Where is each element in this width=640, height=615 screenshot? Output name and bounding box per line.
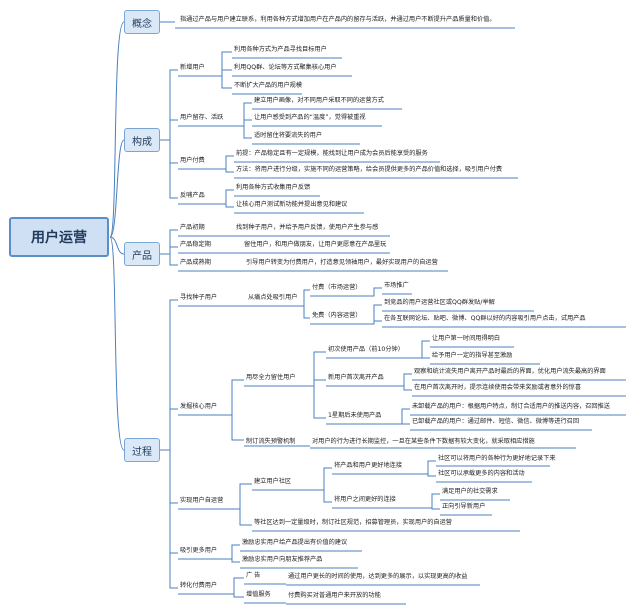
process-self-ops: 实现用户自运营 [180,497,224,504]
paying-item: 前提：产品稳定且有一定规模，能找到让用户成为会员后能享受的服务 [236,150,428,157]
link-users-item: 正向引导新用户 [442,503,486,510]
paying-item: 方法：将用户进行分级，实施不同的运营策略，给会员提供更多的产品价值和选择，吸引用… [236,166,503,173]
process-convert: 转化付费用户 [180,582,218,589]
week-item: 未卸载产品的用户：根据用户特点，制订合适用户的推送内容，召回推送 [412,403,610,410]
vas-text: 付费购买对普通用户来开放的功能 [288,592,381,599]
leave-item: 在用户首次离开时，提示连续使用会带来奖励或者意外的惊喜 [414,384,582,391]
structure-retention: 用户留存、活跃 [180,114,224,121]
product-mature: 产品成熟期 [180,259,211,266]
seed-sub: 从痛点处吸引用户 [248,294,298,301]
structure-feedback: 反哺产品 [180,192,205,199]
seed-paid-item: 市场推广 [384,282,409,289]
retain-week: 1星期后未使用产品 [328,412,382,419]
week-item: 已卸载产品的用户：通过邮件、短信、微信、微博等进行召回 [412,418,580,425]
feedback-item: 让核心用户测试新功能并提出意见和建议 [236,201,348,208]
section-product: 产品 [124,242,160,266]
core-churn: 制订流失预警机制 [246,438,296,445]
link-product-item: 社区可以将用户的各种行为更好地记录下来 [438,455,556,462]
core-retain: 用尽全力留住用户 [246,374,296,381]
churn-text: 对用户的行为进行长期监控，一旦在某些条件下数据有较大变化，就采取相应措施 [312,438,535,445]
root-node: 用户运营 [9,217,109,257]
seed-free-item: 在各互联网论坛、贴吧、微博、QQ群以好的内容吸引用户点击，试用产品 [384,315,586,322]
seed-free: 免费（内容运营） [312,312,362,319]
concept-text: 指通过产品与用户建立联系，利用各种方式增加用户在产品内的留存与活跃，并通过用户不… [180,16,496,23]
self-ops-community: 建立用户社区 [254,478,292,485]
seed-paid: 付费（市场运营） [312,284,362,291]
attract-item: 激励忠实用户给产品提出有价值的建议 [242,539,348,546]
section-process: 过程 [124,438,160,462]
feedback-item: 利用各种方式收集用户反馈 [236,184,311,191]
product-stable: 产品稳定期 [180,241,211,248]
process-seed: 寻找种子用户 [180,294,218,301]
community-link-users: 将用户之间更好的连接 [334,496,396,503]
new-users-item: 不断扩大产品的用户规模 [234,82,303,89]
seed-free-item: 到竞品的用户运营社区或QQ群发贴/举解 [384,299,495,306]
retention-item: 让用户感受到产品的“温度”，觉得被重视 [254,114,366,121]
process-core: 发掘核心用户 [180,403,218,410]
structure-paying: 用户付费 [180,157,205,164]
community-link-product: 将产品和用户更好地连接 [334,462,403,469]
retain-leave: 新用户首次离开产品 [328,374,384,381]
new-users-item: 利用各种方式为产品寻找目标用户 [234,46,327,53]
product-early: 产品初期 [180,224,205,231]
ads-text: 通过用户更长的时间的使用，达到更多的展示，以实现更高的收益 [288,573,468,580]
link-product-item: 社区可以承载更多的内容和活动 [438,470,525,477]
link-users-item: 满足用户的社交需求 [442,488,498,495]
product-mature-text: 引导用户转变为付费用户，打造意见领袖用户，最好实现用户的自运营 [246,259,438,266]
product-stable-text: 留住用户，和用户做朋友，让用户更愿意在产品里玩 [244,241,387,248]
first-use-item: 让用户第一时间用得明白 [432,335,501,342]
community-rule: 等社区达到一定量级时，制订社区规范，招募管理员，实现用户的自运营 [254,519,452,526]
section-concept: 概念 [124,10,160,34]
retain-first-use: 初次使用产品（前10分钟） [328,346,404,353]
convert-vas: 增值服务 [246,591,271,598]
attract-item: 激励忠实用户向朋友推荐产品 [242,556,323,563]
structure-new-users: 新增用户 [180,64,205,71]
product-early-text: 找到种子用户，并给予用户反馈，使用户产生参与感 [236,224,379,231]
new-users-item: 利用QQ群、论坛等方式聚集核心用户 [234,64,337,71]
leave-item: 观察和统计流失用户离开产品时最后的界面，优化用户流失最高的界面 [414,368,606,375]
first-use-item: 给予用户一定的指导甚至激励 [432,352,513,359]
convert-ads: 广 告 [246,572,261,579]
section-structure: 构成 [124,128,160,152]
retention-item: 建立用户画像，对不同用户采取不同的运营方式 [254,97,384,104]
retention-item: 适时留住将要流失的用户 [254,132,323,139]
process-attract: 吸引更多用户 [180,547,218,554]
